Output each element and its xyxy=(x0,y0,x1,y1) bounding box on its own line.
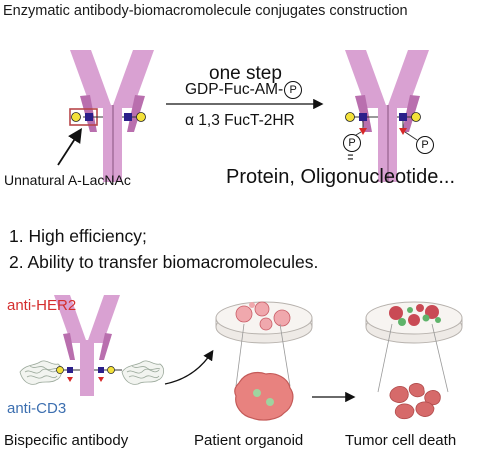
bispecific-antibody xyxy=(54,295,120,396)
antibody-left xyxy=(70,50,154,182)
organoid-dish xyxy=(215,301,313,344)
glycan-right-right xyxy=(397,112,421,135)
caption-patient-organoid: Patient organoid xyxy=(194,432,304,449)
equals-sign: = xyxy=(347,149,354,166)
glycan-right-left xyxy=(345,112,378,135)
curved-arrow xyxy=(164,349,214,385)
caption-tumor-cell-death: Tumor cell death xyxy=(345,432,457,449)
glycan-left-second xyxy=(122,112,146,122)
substrate-pointer-arrow xyxy=(57,127,82,166)
substrate-label: Unnatural A-LacNAc xyxy=(4,172,131,188)
advantage-1: 1. High efficiency; xyxy=(9,226,147,246)
phosphate-badge: P xyxy=(284,81,303,99)
target-label-her2: anti-HER2 xyxy=(7,297,77,314)
phosphate-badge-product-left: P xyxy=(343,134,361,152)
glcnac-square xyxy=(85,113,93,121)
advantage-2: 2. Ability to transfer biomacromolecules… xyxy=(9,252,319,272)
phosphate-badge-product-right: P xyxy=(416,136,434,154)
dead-tumor-fragments xyxy=(389,383,441,420)
galactose-circle xyxy=(71,112,81,122)
enzyme-label: α 1,3 FucT-2HR xyxy=(185,112,295,129)
figure-title: Enzymatic antibody-biomacromolecule conj… xyxy=(3,3,408,19)
target-label-cd3: anti-CD3 xyxy=(7,400,67,417)
conjugated-protein-left xyxy=(19,360,62,385)
organoid xyxy=(234,371,294,421)
glycan-left-substrate xyxy=(69,108,103,126)
donor-label: GDP-Fuc-AM- P xyxy=(185,81,303,99)
caption-bispecific-antibody: Bispecific antibody xyxy=(4,432,129,449)
bispecific-glycans xyxy=(56,366,122,382)
fucose-triangle xyxy=(359,128,367,135)
donor-name: GDP-Fuc-AM- xyxy=(185,81,284,98)
tumor-dish xyxy=(365,301,463,344)
conjugated-protein-right xyxy=(121,360,164,385)
step-label: one step xyxy=(209,63,282,84)
payload-label: Protein, Oligonucleotide... xyxy=(226,166,456,188)
